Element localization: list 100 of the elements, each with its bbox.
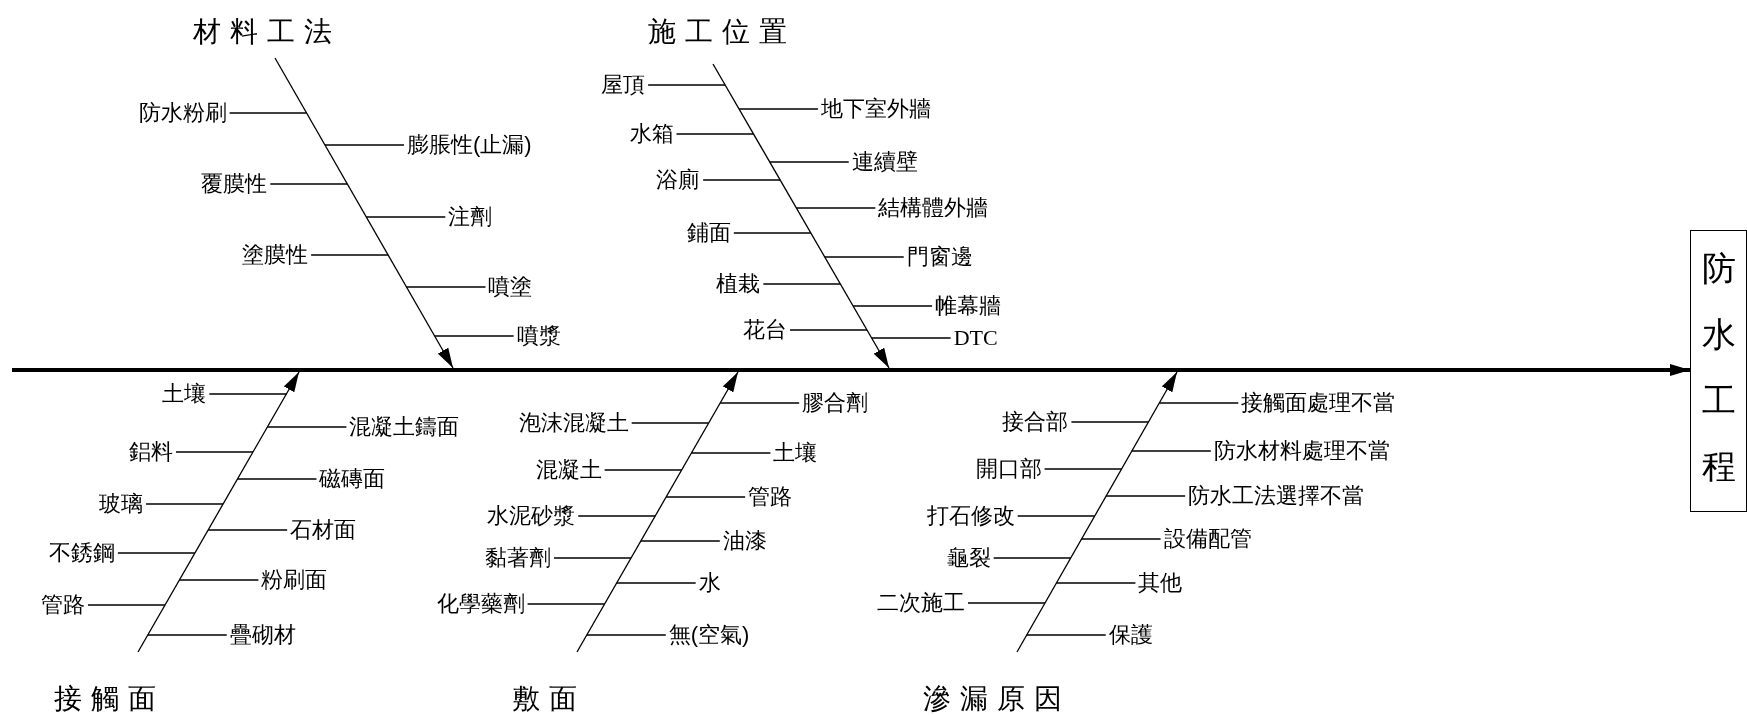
cause-label: 屋頂 [601,72,646,98]
cause-label: 覆膜性 [201,171,268,197]
cause-label: 噴塗 [488,274,533,300]
leader-line [640,540,721,542]
leader-line [228,112,308,114]
bone-arrow [137,371,300,653]
cause-label: 粉刷面 [261,567,328,593]
cause-label: 不銹鋼 [48,540,115,566]
leader-line [586,634,667,636]
leader-line [789,329,868,331]
leader-line [147,634,228,636]
leader-line [236,478,318,480]
leader-line [1158,402,1239,404]
leader-line [365,216,446,218]
cause-label: 連續壁 [851,149,918,175]
leader-line [852,305,933,307]
cause-label: 疊砌材 [229,622,296,648]
category-label: 材料工法 [193,16,341,48]
cause-label: 管路 [41,592,85,618]
cause-label: 防水工法選擇不當 [1188,483,1365,509]
cause-label: 石材面 [290,517,357,543]
cause-label: 保護 [1108,622,1153,648]
leader-line [647,84,726,86]
leader-line [577,515,656,517]
cause-label: 花台 [743,317,787,343]
leader-line [1080,538,1162,540]
cause-label: 其他 [1138,570,1183,596]
leader-line [1043,468,1123,470]
leader-line [665,496,746,498]
cause-label: 門窗邊 [906,244,973,270]
cause-label: 地下室外牆 [821,96,932,122]
cause-label: 植栽 [716,271,761,297]
leader-line [324,144,405,146]
category-label: 接觸面 [53,683,165,715]
leader-line [967,602,1046,604]
cause-label: 龜裂 [946,545,991,571]
cause-label: 開口部 [975,456,1042,482]
cause-label: 防水材料處理不當 [1213,438,1390,464]
leader-line [1070,421,1150,423]
leader-line [526,603,606,605]
cause-label: 水泥砂漿 [487,503,576,529]
leader-line [616,582,697,584]
cause-label: 水 [698,570,721,596]
leader-line [178,579,260,581]
leader-line [675,133,755,135]
bone-arrow [712,63,890,369]
leader-line [738,108,819,110]
cause-label: 化學藥劑 [436,591,525,617]
arrow [1652,364,1690,376]
leader-line [824,256,905,258]
leader-line [631,422,710,424]
leader-line [769,161,850,163]
leader-line [690,452,772,454]
cause-label: 土壤 [162,381,207,407]
leader-line [269,183,348,185]
leader-line [405,286,487,288]
leader-line [1105,495,1186,497]
cause-label: 土壤 [773,440,818,466]
bone-arrow [576,371,739,653]
cause-label: 噴漿 [516,323,561,349]
bone-arrow [274,57,454,369]
leader-line [604,469,683,471]
leader-line [266,426,348,428]
cause-label: 黏著劑 [485,545,552,571]
leader-line [702,179,781,181]
leader-line [762,283,841,285]
effect-box: 防水工程 [1690,230,1747,512]
cause-label: 混凝土 [535,457,602,483]
cause-label: 打石修改 [926,503,1015,529]
cause-label: 二次施工 [877,590,965,616]
cause-label: 磁磚面 [319,466,386,492]
leader-line [1055,582,1137,584]
leader-line [1017,515,1096,517]
cause-label: 水箱 [629,121,674,147]
cause-label: 注劑 [448,204,493,230]
cause-label: 接觸面處理不當 [1241,390,1396,416]
category-label: 施工位置 [648,16,796,48]
cause-label: 浴廁 [656,167,701,193]
leader-line [208,393,287,395]
leader-line [993,557,1072,559]
cause-label: 塗膜性 [242,242,309,268]
cause-label: 管路 [748,484,793,510]
leader-line [87,604,166,606]
cause-label: 鋪面 [686,220,731,246]
leader-line [719,402,800,404]
cause-label: 帷幕牆 [935,293,1002,319]
cause-label: 油漆 [722,528,767,554]
leader-line [145,503,224,505]
leader-line [1026,634,1107,636]
leader-line [310,254,389,256]
leader-line [553,557,632,559]
cause-label: 防水粉刷 [138,100,227,126]
cause-label: 混凝土鑄面 [349,414,460,440]
leader-line [175,451,254,453]
cause-label: 接合部 [1002,409,1069,435]
leader-line [733,232,812,234]
leader-line [434,335,515,337]
cause-label: 膨脹性(止漏) [406,132,532,158]
cause-label: DTC [953,325,998,351]
cause-label: 玻璃 [99,491,144,517]
